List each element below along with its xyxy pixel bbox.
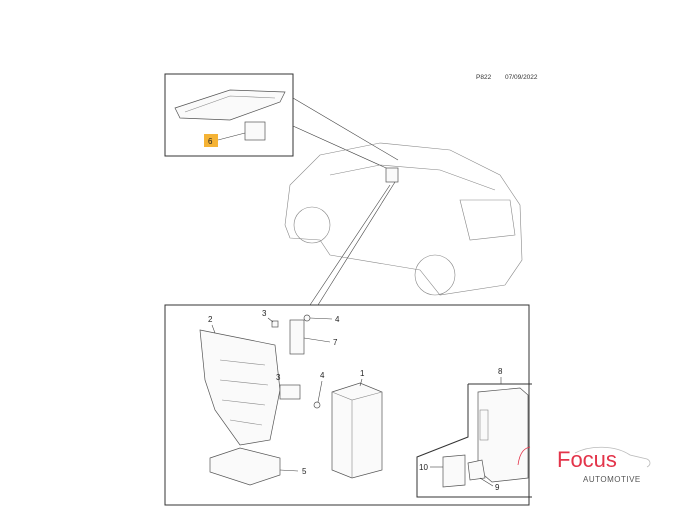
module-5 (209, 447, 281, 486)
part-6-highlight (204, 134, 218, 147)
callout-9[interactable]: 9 (495, 483, 500, 492)
callout-6[interactable]: 6 (208, 137, 213, 146)
module-1 (331, 382, 383, 479)
inset-overhead-console: 6 (164, 73, 294, 157)
detail-frame (164, 304, 530, 506)
focus-automotive-logo: Focus AUTOMOTIVE (555, 445, 655, 490)
callout-5[interactable]: 5 (302, 467, 307, 476)
vehicle-illustration (284, 142, 523, 296)
diagram-date: 07/09/2022 (505, 74, 538, 81)
diagram-code: P822 (476, 74, 492, 81)
callout-1[interactable]: 1 (360, 369, 365, 378)
callout-4b[interactable]: 4 (320, 371, 325, 380)
inset-module-8 (416, 383, 532, 498)
car-outline-icon (574, 446, 651, 468)
callout-2[interactable]: 2 (208, 315, 213, 324)
callout-7[interactable]: 7 (333, 338, 338, 347)
callout-4a[interactable]: 4 (335, 315, 340, 324)
callout-10[interactable]: 10 (419, 463, 428, 472)
callout-3a[interactable]: 3 (262, 309, 267, 318)
logo-brand: Focus (557, 447, 617, 472)
callout-8[interactable]: 8 (498, 367, 503, 376)
logo-sub: AUTOMOTIVE (583, 475, 641, 484)
bracket-2 (199, 329, 281, 446)
callout-3b[interactable]: 3 (276, 373, 281, 382)
